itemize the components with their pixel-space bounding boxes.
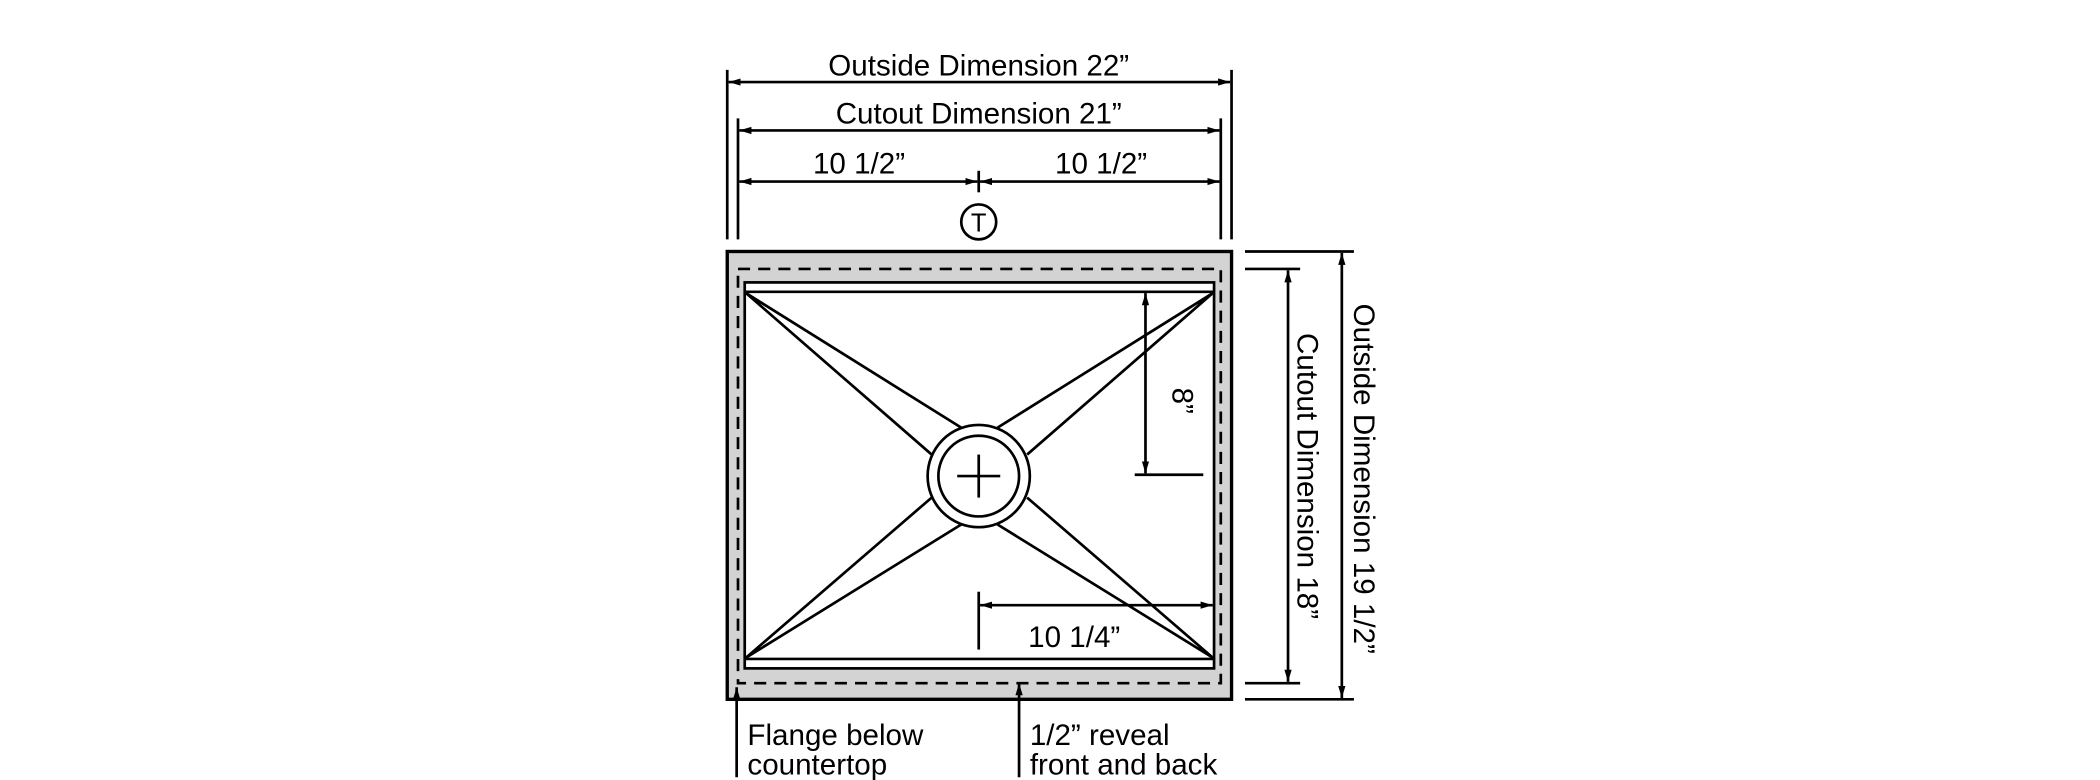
drain-depth-dimension: 8” [1134,293,1204,477]
drain-width-label: 10 1/4” [1028,621,1120,654]
cutout-depth-label: Cutout Dimension 18” [1290,333,1323,619]
drain-width-dimension: 10 1/4” [977,591,1213,654]
reveal-callout: 1/2” reveal front and back [1015,683,1218,780]
outside-depth-dimension: Outside Dimension 19 1/2” [1245,250,1380,701]
drain-depth-label: 8” [1165,388,1198,414]
reveal-label-line2: front and back [1030,749,1218,780]
half-width-dimension: 10 1/2” 10 1/2” [739,147,1220,193]
half-left-label: 10 1/2” [813,147,905,180]
outside-depth-label: Outside Dimension 19 1/2” [1347,304,1380,654]
outside-width-dimension: Outside Dimension 22” [725,49,1233,240]
half-right-label: 10 1/2” [1055,147,1147,180]
t-marker-label: T [971,209,987,237]
cutout-width-dimension: Cutout Dimension 21” [736,98,1223,240]
drain-icon [926,423,1032,529]
cutout-width-label: Cutout Dimension 21” [836,98,1122,131]
t-marker-icon: T [959,203,998,241]
flange-callout: Flange below countertop [733,687,924,780]
reveal-label-line1: 1/2” reveal [1030,719,1170,752]
flange-label-line2: countertop [747,749,887,780]
outside-width-label: Outside Dimension 22” [828,49,1129,82]
cutout-depth-dimension: Cutout Dimension 18” [1245,267,1323,685]
flange-label-line1: Flange below [747,719,924,752]
